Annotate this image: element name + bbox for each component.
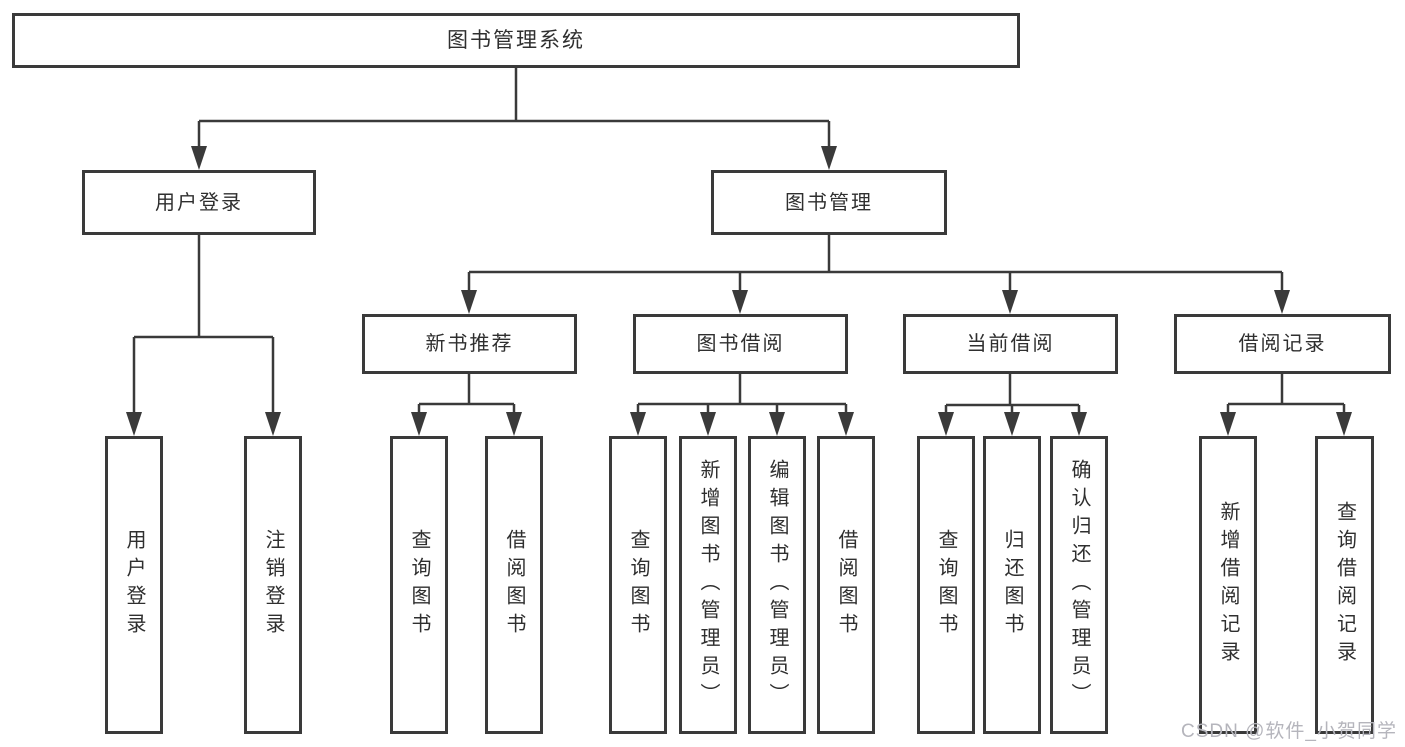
node-library-management-system: 图书管理系统 [12, 13, 1020, 68]
leaf-query-books-current: 查询图书 [917, 436, 975, 734]
leaf-label: 用户登录 [123, 529, 145, 641]
leaf-label: 借阅图书 [835, 529, 857, 641]
leaf-label: 新增借阅记录 [1217, 501, 1239, 669]
leaf-label: 查询图书 [408, 529, 430, 641]
leaf-borrow-books-recommend: 借阅图书 [485, 436, 543, 734]
leaf-add-book-admin: 新增图书（管理员） [679, 436, 737, 734]
node-user-login: 用户登录 [82, 170, 316, 235]
leaf-query-borrow-record: 查询借阅记录 [1315, 436, 1374, 734]
node-label: 用户登录 [155, 191, 243, 214]
leaf-add-borrow-record: 新增借阅记录 [1199, 436, 1257, 734]
node-label: 借阅记录 [1238, 333, 1327, 355]
leaf-label: 借阅图书 [503, 529, 525, 641]
leaf-logout: 注销登录 [244, 436, 302, 734]
leaf-label: 归还图书 [1001, 529, 1023, 641]
node-borrowing-records: 借阅记录 [1174, 314, 1391, 374]
leaf-confirm-return-admin: 确认归还（管理员） [1050, 436, 1108, 734]
node-label: 新书推荐 [425, 333, 514, 355]
leaf-label: 查询图书 [935, 529, 957, 641]
leaf-label: 新增图书（管理员） [697, 459, 719, 711]
leaf-return-book: 归还图书 [983, 436, 1041, 734]
node-label: 当前借阅 [966, 333, 1055, 355]
node-label: 图书借阅 [696, 333, 785, 355]
node-label: 图书管理系统 [447, 29, 585, 52]
leaf-query-books-recommend: 查询图书 [390, 436, 448, 734]
node-current-borrowing: 当前借阅 [903, 314, 1118, 374]
leaf-label: 确认归还（管理员） [1068, 459, 1090, 711]
leaf-edit-book-admin: 编辑图书（管理员） [748, 436, 806, 734]
leaf-label: 查询图书 [627, 529, 649, 641]
leaf-user-login: 用户登录 [105, 436, 163, 734]
node-new-book-recommendation: 新书推荐 [362, 314, 577, 374]
node-book-management: 图书管理 [711, 170, 947, 235]
leaf-label: 查询借阅记录 [1333, 501, 1356, 669]
leaf-label: 注销登录 [262, 529, 284, 641]
leaf-borrow-books-borrow: 借阅图书 [817, 436, 875, 734]
node-label: 图书管理 [785, 191, 873, 214]
node-book-borrowing: 图书借阅 [633, 314, 848, 374]
leaf-label: 编辑图书（管理员） [766, 459, 788, 711]
watermark: CSDN @软件_小贺同学 [1181, 721, 1397, 742]
leaf-query-books-borrow: 查询图书 [609, 436, 667, 734]
